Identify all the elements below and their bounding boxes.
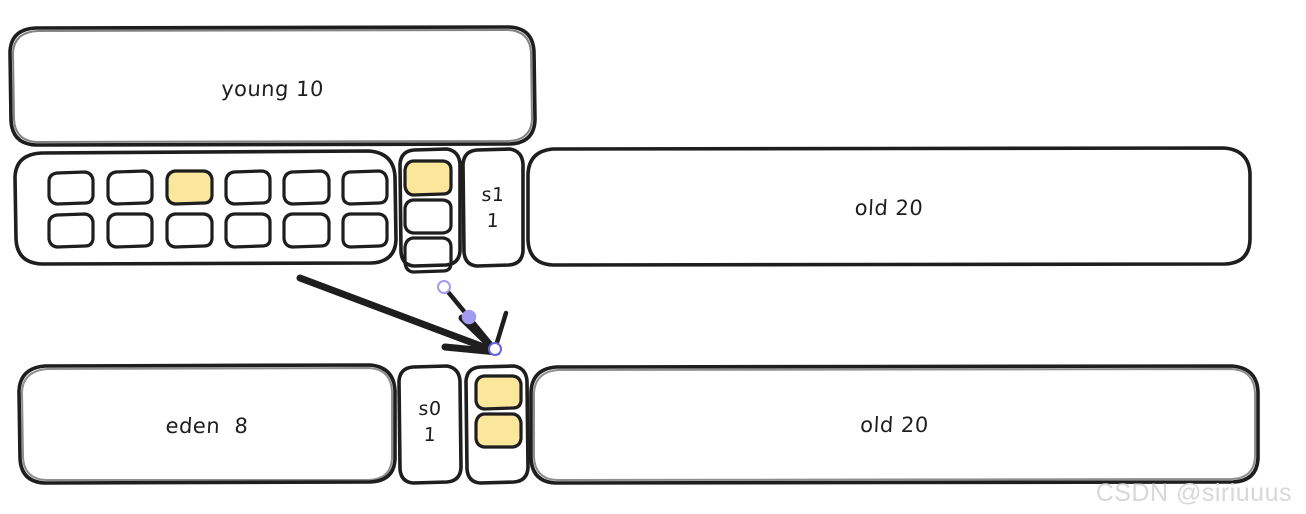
young-box[interactable] <box>8 25 537 147</box>
old-top-box[interactable] <box>526 146 1252 267</box>
eden-box[interactable] <box>17 363 397 485</box>
young-slot-cells <box>47 169 389 249</box>
s0-box[interactable] <box>397 364 463 485</box>
arrow-selection-handles[interactable] <box>437 280 502 356</box>
survivor-stack-top-container[interactable] <box>398 147 462 274</box>
s1-box[interactable] <box>461 147 525 268</box>
young-slots-container[interactable] <box>13 149 398 266</box>
watermark-text: CSDN @siriuuus <box>1095 479 1292 507</box>
survivor-stack-bottom-container[interactable] <box>464 364 530 485</box>
old-bottom-box[interactable] <box>529 364 1260 485</box>
